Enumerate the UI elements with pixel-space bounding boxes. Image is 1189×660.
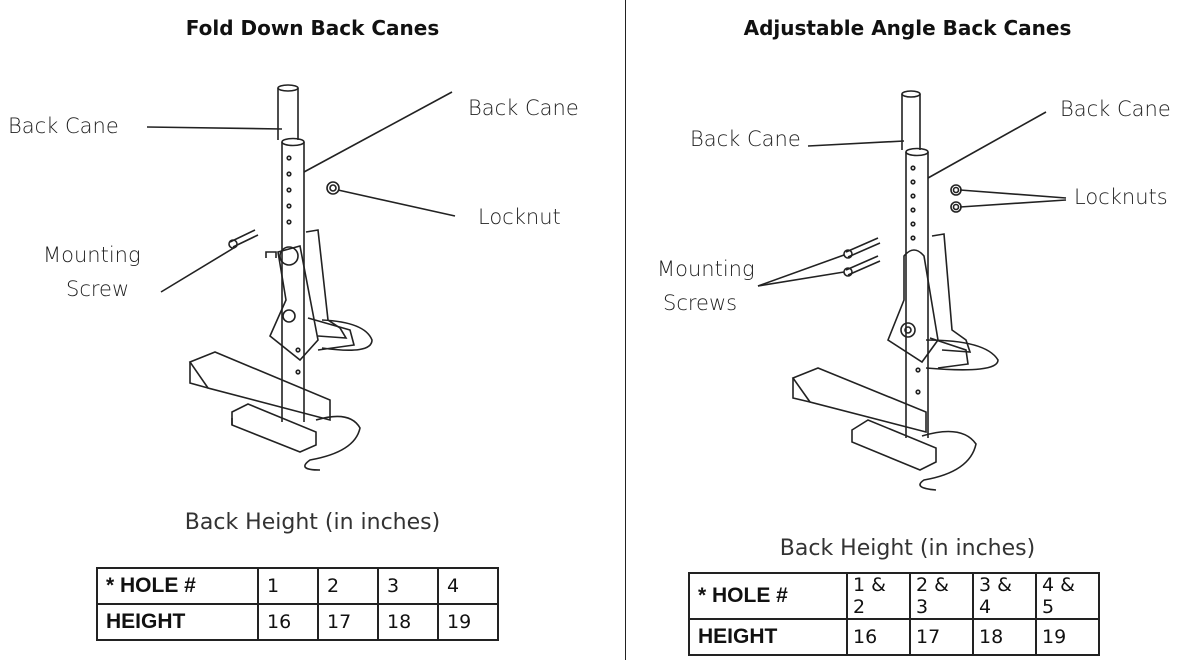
label-back-cane-right: Back Cane	[1060, 97, 1171, 121]
hole-cell: 4	[437, 567, 499, 605]
label-back-cane-left: Back Cane	[8, 114, 119, 138]
table-row: * HOLE # 1 & 2 2 & 3 3 & 4 4 & 5	[688, 572, 1100, 620]
label-screws: Screws	[663, 291, 737, 315]
height-header: HEIGHT	[96, 603, 259, 641]
table-row: HEIGHT 16 17 18 19	[96, 603, 499, 641]
height-cell: 19	[1035, 618, 1100, 656]
hole-number-header: * HOLE #	[688, 572, 848, 620]
label-back-cane-right: Back Cane	[468, 96, 579, 120]
hole-cell: 3	[377, 567, 439, 605]
height-cell: 17	[909, 618, 974, 656]
adjustable-angle-panel: Adjustable Angle Back Canes	[626, 0, 1189, 660]
hole-cell: 2	[317, 567, 379, 605]
back-height-table: * HOLE # 1 & 2 2 & 3 3 & 4 4 & 5 HEIGHT …	[688, 572, 1100, 656]
back-height-caption: Back Height (in inches)	[184, 510, 441, 535]
hole-number-header: * HOLE #	[96, 567, 259, 605]
height-cell: 16	[846, 618, 911, 656]
label-mounting: Mounting	[657, 257, 755, 281]
height-cell: 16	[257, 603, 319, 641]
panel-title: Fold Down Back Canes	[185, 16, 440, 40]
height-header: HEIGHT	[688, 618, 848, 656]
height-cell: 18	[377, 603, 439, 641]
back-height-caption: Back Height (in inches)	[779, 536, 1036, 561]
fold-down-back-cane-diagram: Back Cane Back Cane Locknut Mounting Scr…	[8, 84, 579, 471]
height-cell: 19	[437, 603, 499, 641]
height-cell: 17	[317, 603, 379, 641]
hole-cell: 3 & 4	[972, 572, 1037, 620]
label-mounting: Mounting	[43, 243, 141, 267]
hole-cell: 4 & 5	[1035, 572, 1100, 620]
hole-cell: 1 & 2	[846, 572, 911, 620]
adjustable-angle-back-cane-diagram: Back Cane Back Cane Locknuts Mounting Sc…	[657, 90, 1171, 491]
panel-divider	[625, 0, 626, 660]
panel-title: Adjustable Angle Back Canes	[743, 16, 1072, 40]
hole-cell: 1	[257, 567, 319, 605]
hole-cell: 2 & 3	[909, 572, 974, 620]
back-height-table: * HOLE # 1 2 3 4 HEIGHT 16 17 18 19	[96, 567, 499, 641]
label-locknut: Locknut	[478, 205, 561, 229]
height-cell: 18	[972, 618, 1037, 656]
table-row: * HOLE # 1 2 3 4	[96, 567, 499, 605]
label-locknuts: Locknuts	[1074, 185, 1168, 209]
label-screw: Screw	[66, 277, 129, 301]
label-back-cane-left: Back Cane	[690, 127, 801, 151]
fold-down-panel: Fold Down Back Canes	[8, 16, 579, 641]
table-row: HEIGHT 16 17 18 19	[688, 618, 1100, 656]
